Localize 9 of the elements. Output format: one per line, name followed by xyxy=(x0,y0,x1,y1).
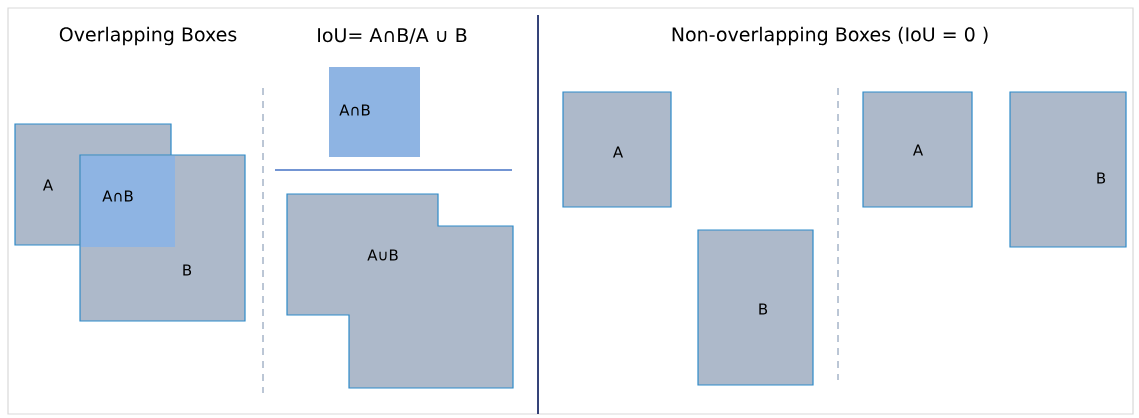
rectangle-box: A xyxy=(862,91,973,208)
heading: Overlapping Boxes xyxy=(59,26,237,46)
rectangle-box: B xyxy=(697,229,814,386)
rectangle-box: A xyxy=(562,91,672,208)
heading: Non-overlapping Boxes (IoU = 0 ) xyxy=(672,26,988,46)
overlap-region: A∩B xyxy=(81,156,175,247)
intersection-box: A∩B xyxy=(329,67,420,157)
heading: IoU= A∩B/A ∪ B xyxy=(318,28,467,44)
rectangle-box: B xyxy=(1009,91,1127,248)
